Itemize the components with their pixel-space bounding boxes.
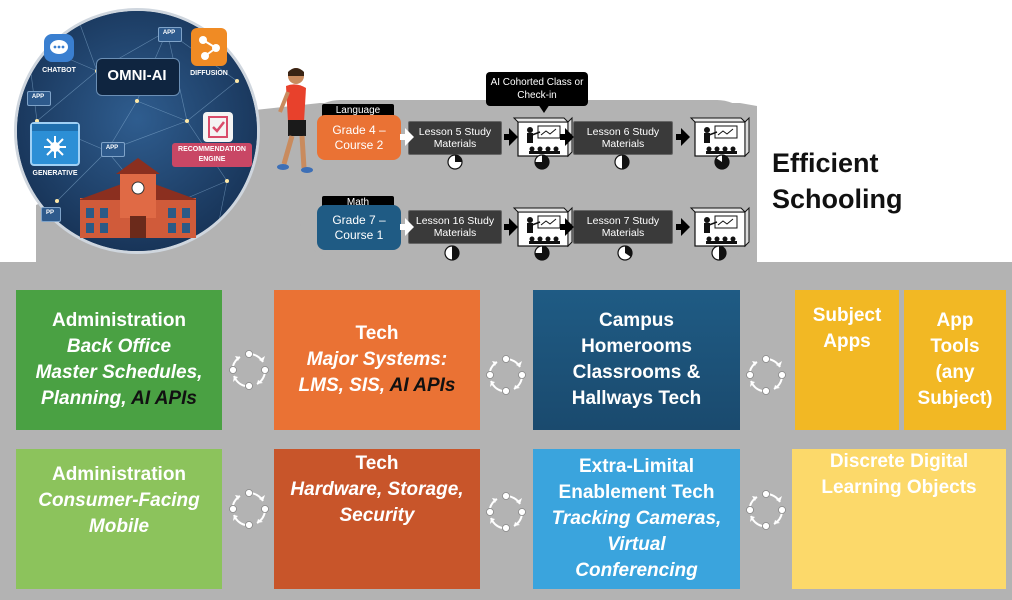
tile-line: LMS, SIS, AI APIs bbox=[299, 373, 456, 399]
course-box-grade4: Grade 4 – Course 2 bbox=[317, 115, 401, 160]
tile-title: Tech bbox=[355, 323, 399, 344]
lesson-box: Lesson 6 Study Materials bbox=[573, 121, 673, 155]
ai-apis-highlight: AI APIs bbox=[389, 375, 456, 396]
recommendation-icon bbox=[203, 112, 233, 142]
lesson-label: Lesson 16 Study Materials bbox=[415, 215, 495, 239]
lesson-box: Lesson 5 Study Materials bbox=[408, 121, 502, 155]
tile-line: Conferencing bbox=[575, 560, 698, 581]
tile-line: Apps bbox=[823, 331, 871, 352]
tile-line: Enablement Tech bbox=[558, 482, 715, 503]
lesson-box: Lesson 16 Study Materials bbox=[408, 210, 502, 244]
app-badge-label: APP bbox=[162, 30, 176, 36]
tile-subject-apps: Subject Apps bbox=[795, 290, 899, 430]
tile-line: App bbox=[936, 310, 974, 331]
tile-line: Tools bbox=[930, 336, 980, 357]
chatbot-label: CHATBOT bbox=[42, 67, 76, 74]
lesson-label: Lesson 5 Study Materials bbox=[418, 126, 492, 150]
generative-icon bbox=[30, 122, 80, 166]
cycle-icon bbox=[486, 492, 526, 532]
recommendation-label: RECOMMENDATION ENGINE bbox=[178, 146, 246, 163]
heading-line2: Schooling bbox=[772, 184, 903, 214]
tile-line: Extra-Limital bbox=[578, 456, 695, 477]
course-box-grade7: Grade 7 – Course 1 bbox=[317, 205, 401, 250]
omni-ai-label-box bbox=[96, 58, 180, 96]
app-badge-label: APP bbox=[105, 145, 119, 151]
tile-line: Learning Objects bbox=[821, 477, 977, 498]
tile-extra-limital: Extra-Limital Enablement Tech Tracking C… bbox=[533, 449, 740, 589]
cycle-icon bbox=[746, 355, 786, 395]
course-label: Grade 4 – Course 2 bbox=[332, 122, 386, 152]
tile-line: Hallways Tech bbox=[571, 388, 702, 409]
ai-cohorted-callout: AI Cohorted Class or Check-in bbox=[486, 72, 588, 106]
heading-line1: Efficient bbox=[772, 148, 879, 178]
app-badge-label: APP bbox=[31, 94, 45, 100]
generative-label: GENERATIVE bbox=[32, 170, 78, 177]
tile-title: Administration bbox=[51, 464, 187, 485]
app-badge bbox=[101, 142, 125, 157]
ai-apis-highlight: AI APIs bbox=[131, 388, 197, 409]
tile-title: Administration bbox=[51, 310, 187, 331]
course-label: Grade 7 – Course 1 bbox=[332, 212, 386, 242]
tile-line: Subject bbox=[812, 305, 882, 326]
omni-ai-label: OMNI-AI bbox=[107, 67, 167, 84]
cycle-icon bbox=[486, 355, 526, 395]
tile-line: Campus bbox=[599, 310, 674, 331]
efficient-schooling-heading: Efficient Schooling bbox=[772, 145, 903, 217]
lesson-label: Lesson 6 Study Materials bbox=[586, 126, 660, 150]
tile-discrete-learning-objects: Discrete Digital Learning Objects bbox=[792, 449, 1006, 589]
app-badge bbox=[158, 27, 182, 42]
tile-line: Homerooms bbox=[581, 336, 692, 357]
tile-app-tools: App Tools (any Subject) bbox=[904, 290, 1006, 430]
lesson-box: Lesson 7 Study Materials bbox=[573, 210, 673, 244]
tile-title: Tech bbox=[355, 453, 399, 474]
tile-tech-hardware: Tech Hardware, Storage, Security bbox=[274, 449, 480, 589]
tile-tech-major-systems: Tech Major Systems: LMS, SIS, AI APIs bbox=[274, 290, 480, 430]
app-badge bbox=[27, 91, 51, 106]
tile-line: Mobile bbox=[88, 516, 150, 537]
diffusion-label: DIFFUSION bbox=[190, 70, 228, 77]
app-badge-label: PP bbox=[45, 210, 54, 216]
tile-line: Virtual bbox=[607, 534, 666, 555]
school-building-icon bbox=[80, 158, 196, 238]
tile-text: Planning, bbox=[41, 388, 132, 409]
tile-line: Consumer-Facing bbox=[38, 490, 200, 511]
tile-line: Discrete Digital bbox=[829, 451, 969, 472]
walking-student-icon bbox=[277, 68, 313, 173]
tile-administration-consumer: Administration Consumer-Facing Mobile bbox=[16, 449, 222, 589]
tile-line: Security bbox=[339, 505, 415, 526]
diffusion-icon bbox=[191, 28, 227, 66]
recommendation-label-box bbox=[172, 143, 252, 167]
tile-text: LMS, SIS, bbox=[298, 375, 390, 396]
app-badge bbox=[41, 207, 61, 222]
tile-line: Classrooms & bbox=[572, 362, 701, 383]
tile-administration-back-office: Administration Back Office Master Schedu… bbox=[16, 290, 222, 430]
tile-line: Master Schedules, bbox=[35, 362, 203, 383]
tile-line: Hardware, Storage, bbox=[290, 479, 464, 500]
cycle-icon bbox=[746, 490, 786, 530]
chatbot-icon bbox=[44, 34, 74, 62]
tile-line: (any bbox=[935, 362, 975, 383]
tile-line: Major Systems: bbox=[306, 349, 448, 370]
tile-line: Tracking Cameras, bbox=[551, 508, 722, 529]
tile-line: Planning, AI APIs bbox=[41, 386, 197, 412]
tile-line: Subject) bbox=[917, 388, 993, 409]
cycle-icon bbox=[229, 489, 269, 529]
tile-campus: Campus Homerooms Classrooms & Hallways T… bbox=[533, 290, 740, 430]
callout-pointer bbox=[538, 104, 550, 113]
cycle-icon bbox=[229, 350, 269, 390]
subject-tag-language: Language bbox=[322, 104, 394, 118]
tile-line: Back Office bbox=[66, 336, 172, 357]
lesson-label: Lesson 7 Study Materials bbox=[586, 215, 660, 239]
